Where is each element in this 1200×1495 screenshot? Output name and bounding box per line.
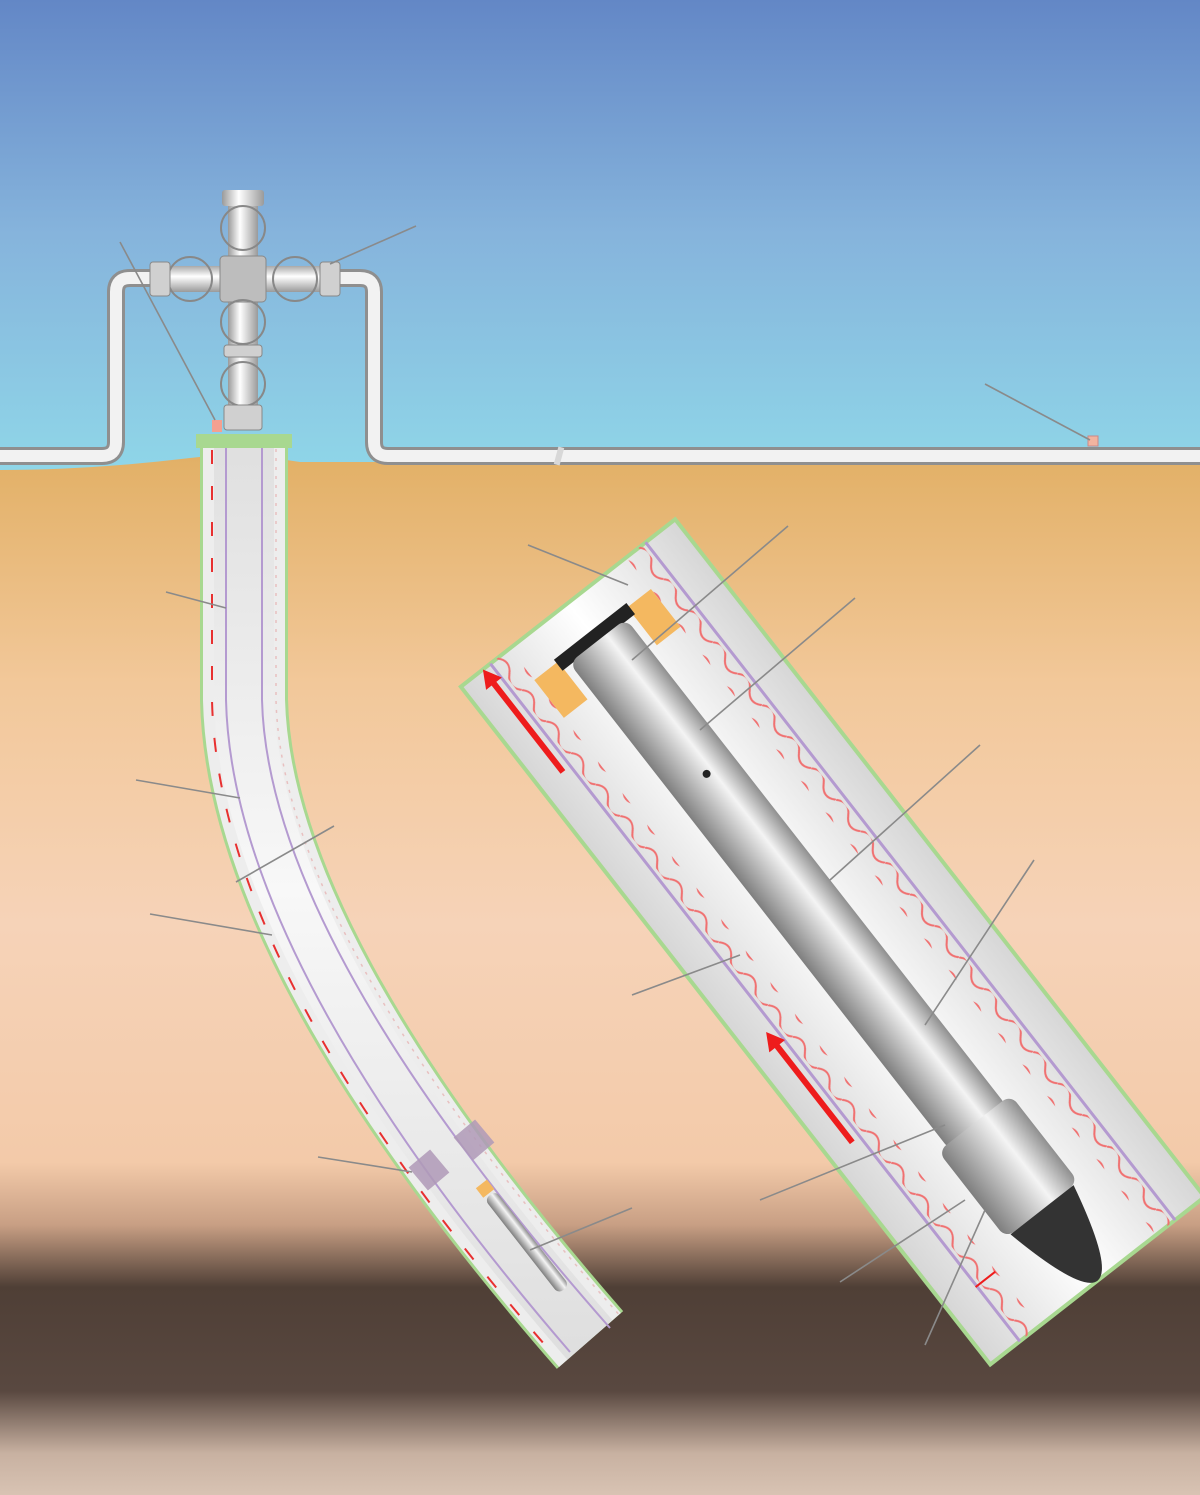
sky [0,0,1200,470]
wave-top [626,545,1172,1236]
christmas-tree [149,190,341,431]
surface-sensor [1087,435,1099,447]
packer-top [627,588,681,646]
flow-arrow [482,669,566,774]
tool-body [573,622,1004,1148]
gap-indicator [974,1270,996,1288]
inner-lining-bottom [489,662,1022,1343]
inner-lining-top [644,541,1177,1221]
well-bore [200,440,624,1369]
drill-bit [1010,1185,1102,1283]
packer-main [408,1119,495,1191]
wellhead-base [196,434,292,448]
flow-dashes [211,450,546,1346]
leader-lines [119,225,1091,1346]
wellhead-marker [212,420,222,432]
packer-bottom [534,661,588,718]
flowline-right [291,269,1200,465]
tool-head [553,603,636,671]
flowline-joint [553,446,565,466]
enlarged-section [458,516,1200,1368]
tool-port [702,769,711,778]
wave-bottom [493,648,1040,1339]
downhole-tool-small [475,1179,567,1292]
tool-sub [942,1098,1075,1235]
flow-arrow [766,1031,855,1145]
flowline-left [0,269,209,465]
